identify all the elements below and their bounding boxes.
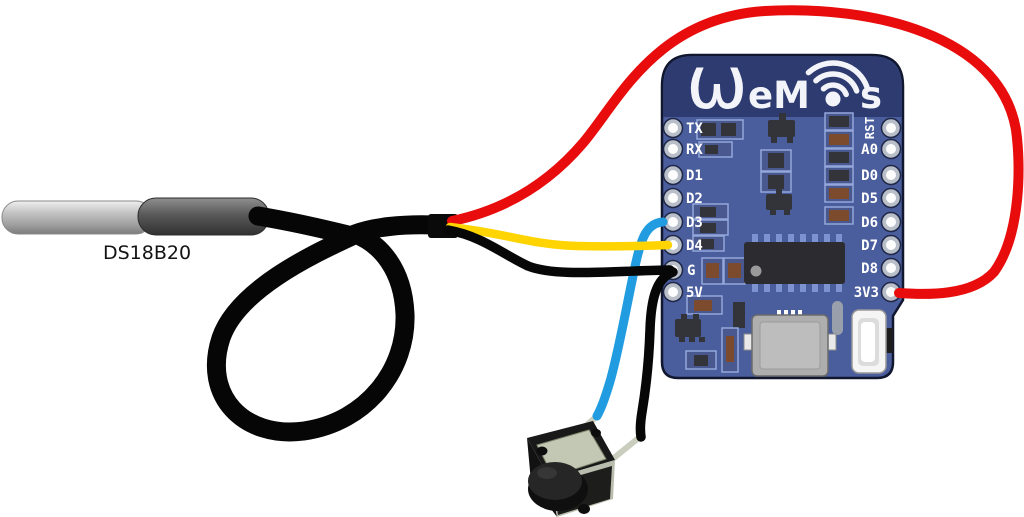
sensor-steel-tube xyxy=(1,200,153,235)
transistor-mid xyxy=(766,189,792,215)
logo-dot xyxy=(825,91,841,107)
battery-connector xyxy=(851,309,893,374)
pin-tx: TX xyxy=(662,117,703,139)
pin-5v: 5V xyxy=(662,281,703,303)
pin-3v3: 3V3 xyxy=(854,281,902,303)
pin-d6: D6 xyxy=(861,211,902,233)
pin-label-rst: RST xyxy=(862,117,877,140)
pin-d2: D2 xyxy=(662,187,703,209)
logo-w: ω xyxy=(686,40,748,126)
button-post xyxy=(536,446,548,456)
pin-label-d7: D7 xyxy=(861,238,878,254)
pin-label-d2: D2 xyxy=(686,191,703,207)
pin-label-d4: D4 xyxy=(686,238,703,254)
button-post xyxy=(591,429,601,437)
button-cap-highlight xyxy=(537,467,557,479)
sensor-label: DS18B20 xyxy=(103,242,191,264)
ic-chip xyxy=(744,234,845,292)
transistor-bottom xyxy=(675,314,705,342)
wire-black-button xyxy=(635,267,678,442)
wire-red-3v3 xyxy=(447,5,1024,299)
logo-em: eM xyxy=(748,74,810,117)
pin-label-d1: D1 xyxy=(686,168,703,184)
pin-d1: D1 xyxy=(662,164,703,186)
sensor-cable xyxy=(206,206,444,442)
wire-black-ground xyxy=(443,225,675,278)
smd-components xyxy=(675,112,854,373)
reset-pill xyxy=(832,301,843,335)
usb-connector xyxy=(743,310,837,377)
wire-yellow-d4 xyxy=(445,222,673,251)
pin-label-tx: TX xyxy=(686,121,703,137)
wire-blue-d3 xyxy=(592,217,668,421)
button-post xyxy=(578,504,590,514)
pin-d7: D7 xyxy=(861,234,902,256)
ds18b20-sensor: DS18B20 xyxy=(1,197,270,264)
board-header xyxy=(663,56,902,117)
pin-d5: D5 xyxy=(861,187,902,209)
pin-rx: RX xyxy=(662,138,703,160)
pin-label-3v3: 3V3 xyxy=(854,285,879,301)
wifi-icon xyxy=(805,60,870,98)
push-button xyxy=(527,413,644,517)
pin-d0: D0 xyxy=(861,164,902,186)
pin-label-rx: RX xyxy=(686,142,703,158)
pin-label-d8: D8 xyxy=(861,261,878,277)
pin-label-d0: D0 xyxy=(861,168,878,184)
pin-d8: D8 xyxy=(861,257,902,279)
wemos-board: ω eM s xyxy=(660,40,905,380)
pin-label-5v: 5V xyxy=(686,285,703,301)
pin-label-d5: D5 xyxy=(861,191,878,207)
pin-label-d3: D3 xyxy=(686,215,703,231)
pin-label-g: G xyxy=(687,263,695,279)
pin-label-a0: A0 xyxy=(861,142,878,158)
wemos-logo: ω eM s xyxy=(686,40,882,126)
pin-label-d6: D6 xyxy=(861,215,878,231)
transistor-top xyxy=(768,113,795,143)
pin-rst: RST xyxy=(862,117,902,140)
button-cap-top[interactable] xyxy=(528,462,582,500)
pin-d3: D3 xyxy=(662,211,703,233)
pin-a0: A0 xyxy=(861,138,902,160)
